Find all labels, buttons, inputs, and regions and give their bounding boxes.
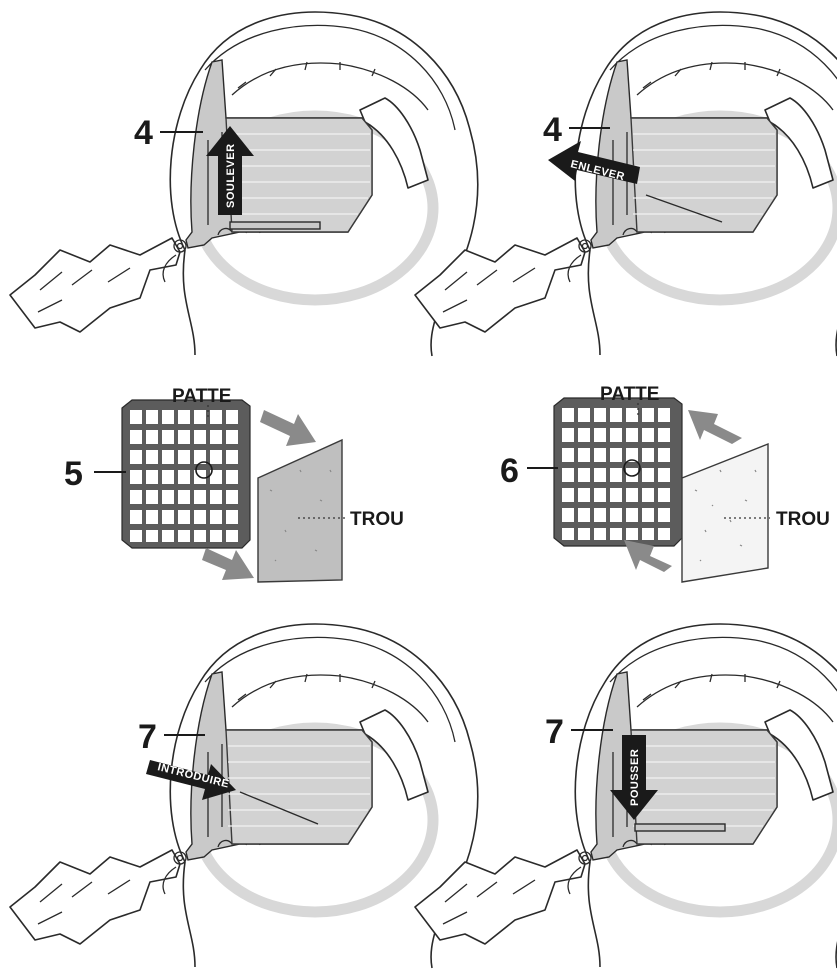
foam-pad [257,438,343,583]
panel-step-5-detach-pad: PATTE 5 TROU [64,386,404,583]
pull-arrow-lower [202,548,254,580]
step-number: 7 [138,718,157,756]
step-number: 7 [545,713,564,751]
tab-circle [623,459,641,477]
filter-tray [634,823,726,832]
step-number: 4 [543,111,562,149]
pull-arrow-upper [260,410,316,446]
push-arrow-upper [688,410,742,444]
grid-holes [130,410,238,542]
push-arrow: POUSSER [610,735,658,820]
hole-label: TROU [350,509,404,530]
step-number: 6 [500,452,519,490]
tab-label: PATTE [600,384,659,405]
push-arrow-lower [624,540,672,572]
arrow-label: SOULEVER [225,143,237,208]
step-number: 5 [64,455,83,493]
panel-step-4-lift: 4 SOULEVER [10,12,478,356]
panel-step-7-insert: 7 INTRODUIRE [10,624,478,968]
panel-step-4-remove: 4 ENLEVER [415,12,837,356]
panel-step-6-attach-pad: PATTE 6 TROU [500,384,830,583]
filter-tray [229,221,321,230]
step-number: 4 [134,114,153,152]
foam-pad [681,442,769,583]
lift-arrow: SOULEVER [206,126,254,215]
panel-step-7-push: 7 POUSSER [415,624,837,968]
tab-circle [195,461,213,479]
arrow-label: POUSSER [629,749,641,806]
tab-label: PATTE [172,386,231,407]
grid-holes [562,408,670,540]
hole-label: TROU [776,509,830,530]
